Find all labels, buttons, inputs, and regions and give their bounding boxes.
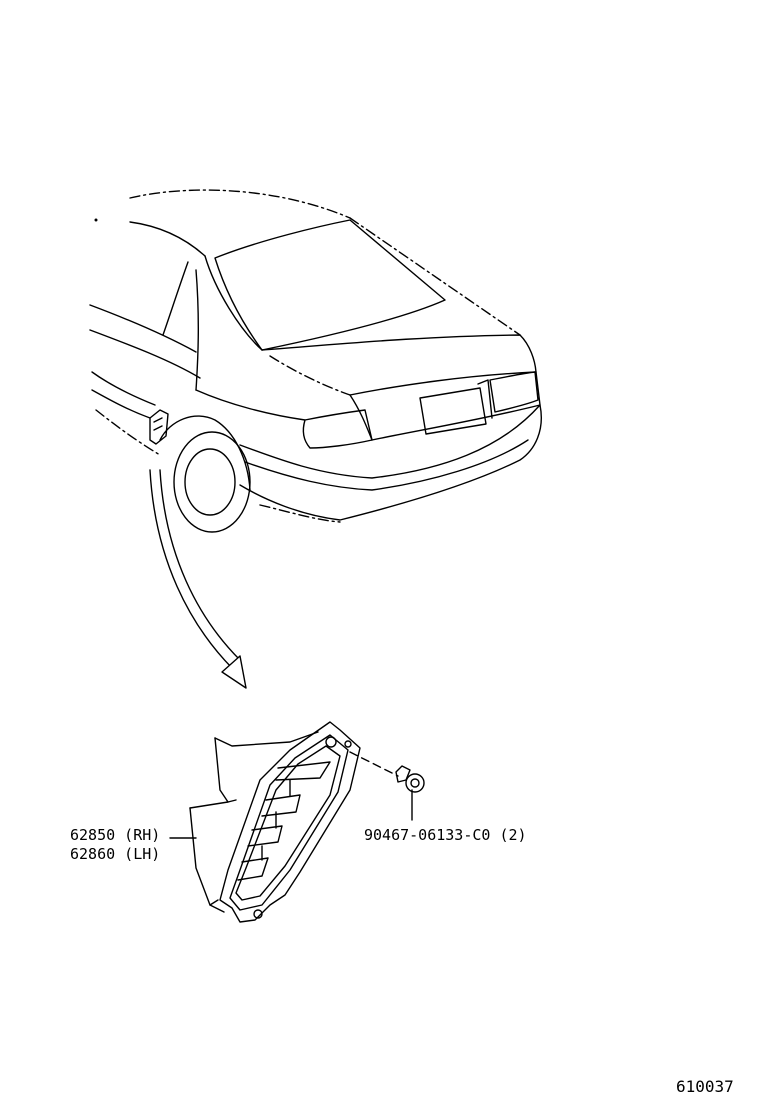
quarter-line-2	[195, 269, 199, 391]
rib-1	[275, 761, 331, 781]
roof-outline	[129, 189, 351, 219]
body-side-low	[91, 371, 156, 406]
quarter-pillar	[204, 255, 263, 351]
rib-link	[261, 779, 291, 861]
mudguard-bottom	[209, 899, 219, 906]
mount-hole-top-2	[344, 740, 352, 748]
body-rocker	[95, 409, 161, 456]
reference-dot	[94, 218, 98, 222]
trunk-lid	[349, 217, 521, 336]
screw-head	[405, 773, 425, 793]
mount-hole-top	[325, 736, 337, 748]
body-side-low2	[91, 389, 151, 419]
mudguard-back-left	[214, 737, 229, 803]
screw-center-line	[349, 751, 399, 777]
mudguard-side	[189, 799, 237, 809]
mudguard-frame-inner2	[235, 745, 341, 901]
mudguard-frame	[219, 721, 361, 923]
mudguard-back	[214, 731, 319, 747]
plate-recess	[477, 379, 493, 419]
screw	[349, 751, 425, 793]
part-number-62850-rh: 62850 (RH)	[70, 826, 161, 844]
screw-head-inner	[410, 778, 420, 788]
tail-lamp	[302, 409, 373, 449]
rear-window	[214, 219, 446, 351]
trunk-front-line	[269, 355, 351, 396]
screw-body	[395, 765, 411, 783]
trunk-edge	[261, 334, 537, 373]
bumper-line	[244, 439, 529, 491]
car-rear-illustration	[89, 189, 542, 533]
mount-hole-bottom	[253, 909, 263, 919]
mudguard-frame-inner	[229, 734, 349, 911]
rib-4	[237, 857, 269, 881]
quarter-line	[162, 261, 189, 336]
body-side-top	[89, 304, 197, 353]
trunk-rear	[349, 371, 541, 441]
mudguard-detail	[153, 417, 163, 431]
wheel-hub	[184, 448, 236, 516]
mudguard-part	[189, 721, 361, 923]
trunk-side	[349, 394, 373, 441]
tail-lamp-right	[489, 371, 539, 413]
rib-2	[261, 794, 301, 817]
bumper-bottom	[259, 504, 341, 523]
part-number-bolt: 90467-06133-C0 (2)	[364, 826, 527, 844]
c-pillar-line	[129, 221, 206, 257]
body-side-mid	[89, 329, 201, 379]
pointer-arrow	[149, 469, 247, 689]
wheel-arch	[159, 415, 251, 491]
rear-bumper	[239, 404, 542, 521]
mudguard-location	[149, 409, 169, 445]
rear-wheel	[173, 431, 251, 533]
diagram-code: 610037	[676, 1077, 734, 1096]
part-number-62860-lh: 62860 (LH)	[70, 845, 161, 863]
rear-body-line	[195, 389, 306, 421]
rib-3	[247, 825, 283, 847]
license-plate	[419, 387, 487, 435]
mudguard-side-body	[189, 807, 225, 913]
